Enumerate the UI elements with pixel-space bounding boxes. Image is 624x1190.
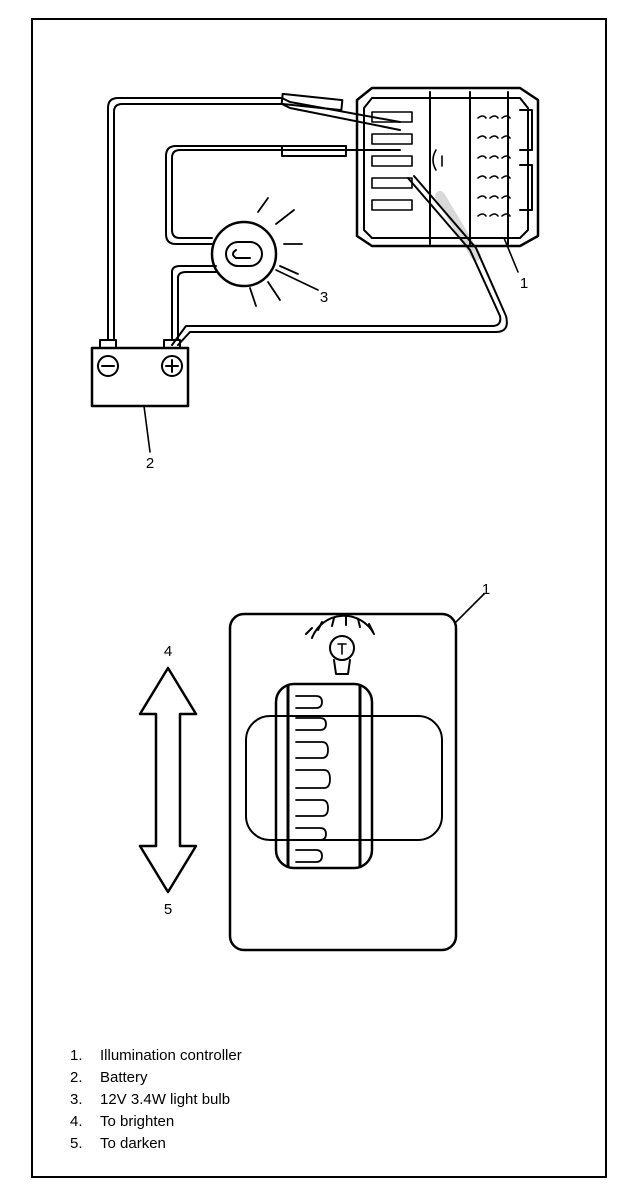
battery [90,339,190,408]
wire-bulb-feed [165,145,401,245]
legend-number: 2. [70,1069,83,1086]
leader-line-controller [455,593,485,623]
wire-negative [107,92,401,341]
legend-text: Illumination controller [100,1047,242,1064]
figure-frame [31,18,607,1178]
callout-controller-bottom: 1 [482,581,490,598]
connector-pins [432,115,511,217]
illumination-controller [355,86,540,248]
legend-item: 3. 12V 3.4W light bulb [70,1089,242,1111]
legend: 1. Illumination controller 2. Battery 3. 12… [70,1045,242,1155]
legend-text: To darken [100,1135,166,1152]
callout-controller-top: 1 [520,275,528,292]
callout-darken: 5 [164,901,172,918]
legend-number: 5. [70,1135,83,1152]
brighten-darken-arrow [138,666,198,894]
legend-text: To brighten [100,1113,175,1130]
legend-number: 4. [70,1113,83,1130]
legend-item: 4. To brighten [70,1111,242,1133]
leader-lines [143,237,519,453]
legend-text: Battery [100,1069,148,1086]
light-bulb [210,197,303,307]
callout-battery: 2 [146,455,154,472]
lamp-symbol-icon [305,614,375,675]
legend-number: 1. [70,1047,83,1064]
wire-positive-bulb [171,265,217,341]
dial-ridges [295,695,331,863]
legend-number: 3. [70,1091,83,1108]
legend-item: 5. To darken [70,1133,242,1155]
callout-brighten: 4 [164,643,172,660]
wire-positive-controller [171,175,508,346]
legend-item: 1. Illumination controller [70,1045,242,1067]
light-rays-icon [249,197,303,307]
callout-bulb: 3 [320,289,328,306]
controller-panel [228,612,458,952]
legend-text: 12V 3.4W light bulb [100,1091,231,1108]
legend-item: 2. Battery [70,1067,242,1089]
